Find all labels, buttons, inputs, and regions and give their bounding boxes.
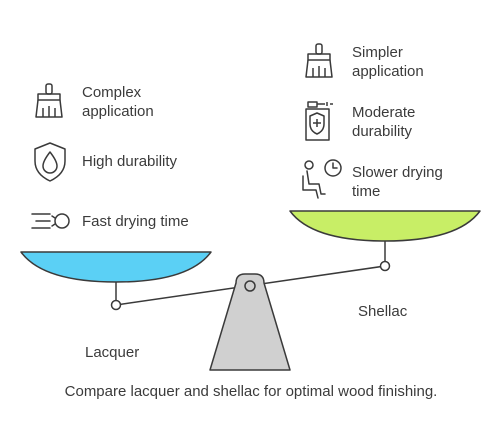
shellac-label: Shellac	[358, 303, 408, 320]
shellac-feature-1: Simpler application	[352, 44, 424, 80]
left-pan	[20, 251, 212, 283]
right-pan	[289, 210, 481, 242]
caption: Compare lacquer and shellac for optimal …	[64, 383, 438, 400]
fulcrum	[209, 273, 291, 371]
shellac-feature-3: Slower drying time	[352, 164, 443, 200]
paint-brush-icon	[302, 42, 338, 80]
shellac-feature-2: Moderate durability	[352, 104, 416, 140]
person-waiting-clock-icon	[300, 158, 344, 200]
lacquer-label: Lacquer	[85, 344, 140, 361]
fast-speed-icon	[30, 209, 72, 233]
paint-brush-icon	[32, 82, 68, 120]
shield-drop-icon	[32, 141, 68, 183]
spray-protection-icon	[303, 100, 337, 142]
lacquer-feature-3: Fast drying time	[82, 213, 189, 230]
fulcrum-pivot	[244, 280, 256, 292]
lacquer-feature-2: High durability	[82, 153, 178, 170]
left-pivot	[110, 299, 122, 311]
lacquer-feature-1: Complex application	[82, 84, 154, 120]
right-pivot	[379, 260, 391, 272]
